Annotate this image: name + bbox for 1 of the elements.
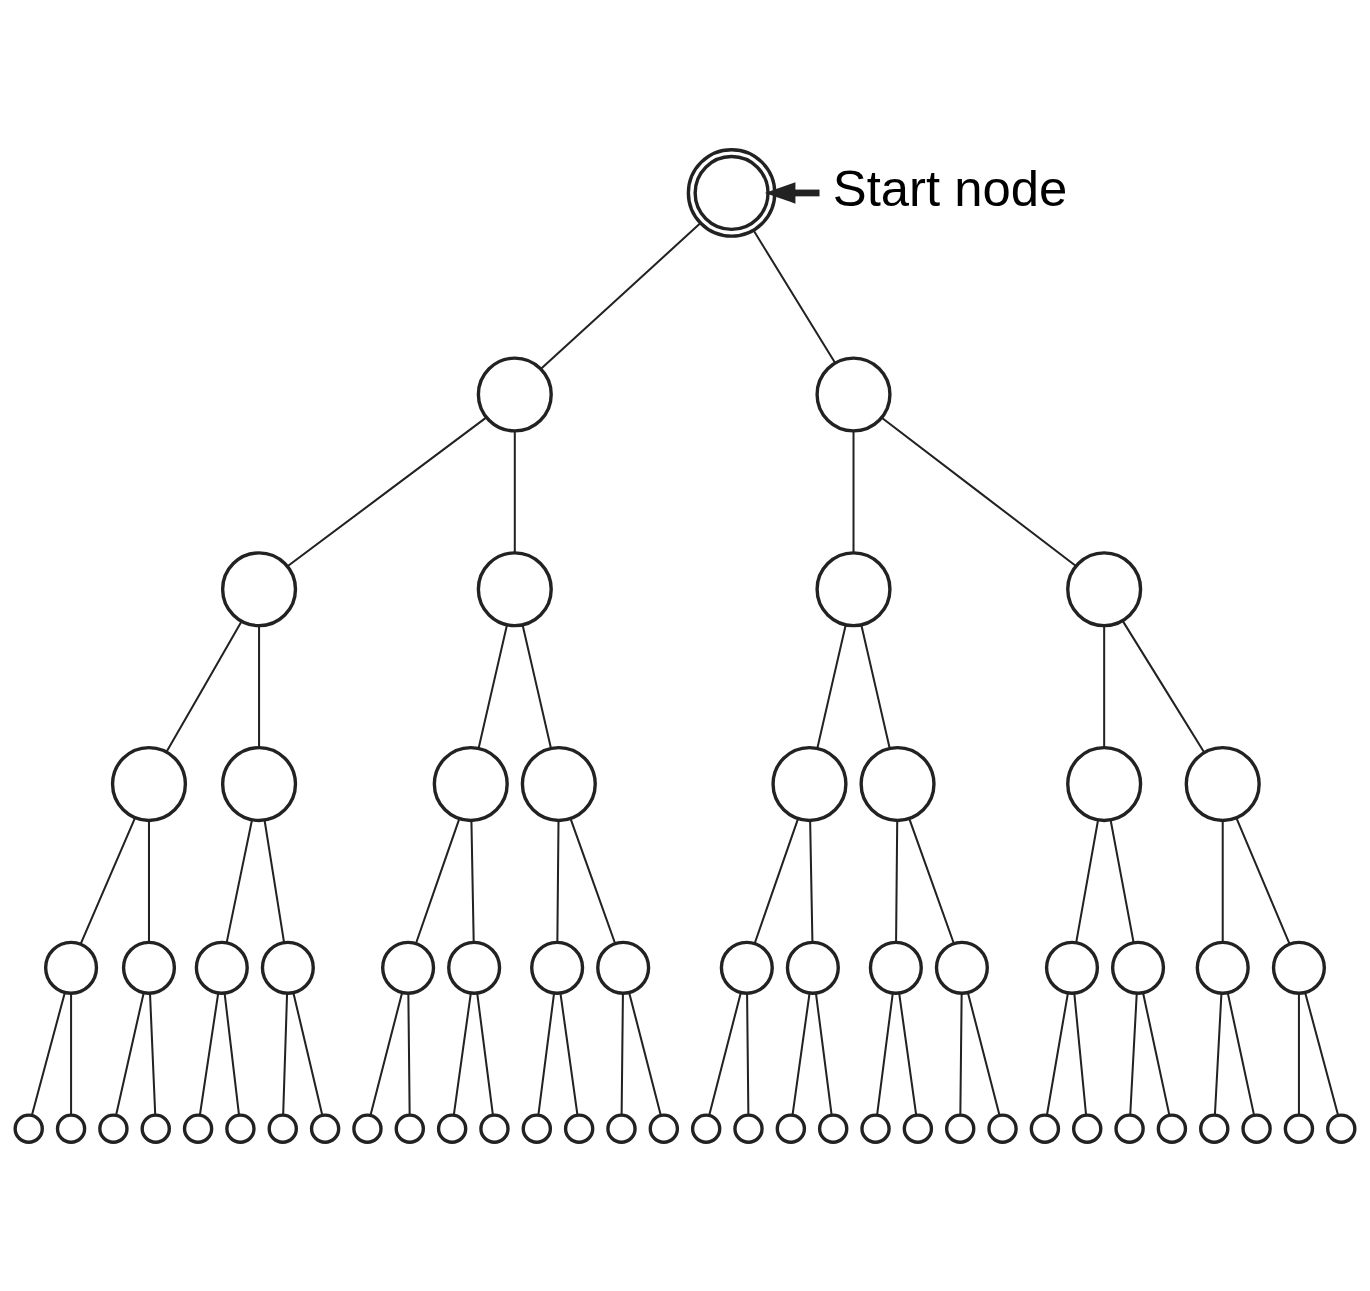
node-text: Start node [832,159,1068,217]
